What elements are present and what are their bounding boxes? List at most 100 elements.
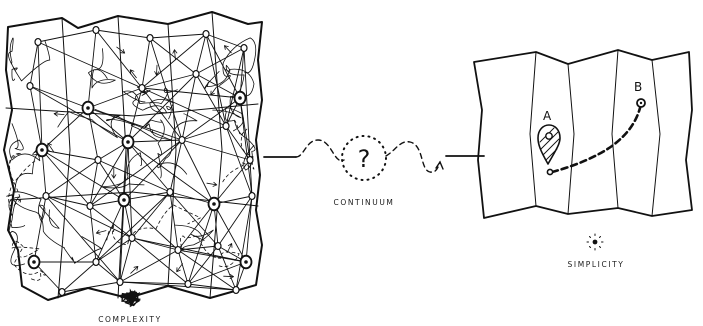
- simple-map-fold: [529, 51, 537, 207]
- network-edge: [97, 159, 171, 193]
- network-node: [202, 29, 210, 39]
- network-edge: [37, 29, 97, 43]
- network-edge: [95, 29, 151, 39]
- network-node: [58, 287, 66, 297]
- network-edge: [89, 141, 129, 207]
- network-edge: [61, 261, 97, 293]
- continuum-question-mark: ?: [358, 145, 371, 173]
- network-edge: [119, 237, 133, 283]
- network-edge: [87, 107, 183, 141]
- continuum-arrow-head: [435, 160, 444, 170]
- network-arrow: [47, 142, 54, 152]
- network-route: [11, 240, 46, 281]
- continuum-circle: [341, 135, 387, 181]
- network-edge: [45, 195, 91, 207]
- network-route: [180, 235, 240, 268]
- network-arrow: [95, 229, 107, 235]
- network-edge: [235, 195, 253, 291]
- route-path: [550, 106, 642, 174]
- network-node-center: [86, 106, 90, 110]
- network-edge: [243, 47, 251, 161]
- network-edge: [149, 37, 183, 141]
- network-route: [6, 194, 103, 264]
- network-edge: [177, 249, 237, 291]
- network-edge: [41, 107, 89, 151]
- simple-map-outline: [473, 49, 693, 219]
- network-node: [240, 43, 248, 53]
- network-lines: [29, 29, 253, 293]
- network-edge: [95, 191, 171, 263]
- network-edge: [123, 141, 129, 201]
- network-edge: [131, 237, 247, 263]
- network-edge: [97, 159, 125, 201]
- network-route: [14, 148, 60, 229]
- network-node-center: [238, 96, 242, 100]
- network-edge: [119, 281, 237, 291]
- network-route: [144, 113, 198, 179]
- network-route: [88, 48, 116, 89]
- network-edge: [181, 139, 215, 205]
- network-edge: [89, 139, 183, 207]
- network-edge: [195, 73, 241, 99]
- network-node-center: [122, 198, 126, 202]
- network-node: [192, 69, 200, 79]
- network-node: [42, 191, 50, 201]
- complex-map-fold: [5, 103, 259, 117]
- network-arrow: [111, 167, 117, 179]
- network-edge: [177, 249, 189, 285]
- network-node: [248, 191, 256, 201]
- network-edge: [41, 149, 99, 161]
- network-node: [174, 245, 182, 255]
- network-edge: [177, 249, 247, 263]
- network-edge: [45, 159, 99, 197]
- network-node: [146, 33, 154, 43]
- network-edge: [29, 85, 43, 151]
- complex-map-outline: [3, 11, 263, 301]
- network-arrow: [172, 49, 178, 61]
- complex-map-fold: [57, 17, 71, 299]
- network-arrow: [154, 64, 160, 76]
- network-edge: [127, 141, 215, 205]
- network-edge: [177, 245, 219, 251]
- network-edge: [29, 41, 39, 87]
- network-edge: [119, 199, 125, 283]
- network-edge: [123, 139, 183, 201]
- network-edge: [87, 87, 143, 109]
- end-label: B: [634, 80, 642, 94]
- network-edge: [123, 191, 171, 201]
- network-edge: [187, 261, 247, 285]
- network-node: [178, 135, 186, 145]
- complexity-scribble-icon: [119, 288, 141, 308]
- network-edge: [127, 141, 171, 193]
- network-edge: [61, 281, 121, 293]
- network-node: [94, 155, 102, 165]
- network-route: [204, 68, 255, 97]
- start-pin-icon: [537, 124, 561, 176]
- network-route: [222, 120, 255, 183]
- network-edge: [45, 195, 133, 239]
- network-edge: [181, 73, 197, 141]
- network-edge: [213, 203, 247, 263]
- network-node: [246, 155, 254, 165]
- network-edge: [195, 47, 245, 75]
- complexity-label: COMPLEXITY: [98, 315, 162, 324]
- network-edge: [127, 73, 197, 143]
- network-route: [9, 123, 51, 162]
- network-node: [34, 37, 42, 47]
- network-node: [166, 187, 174, 197]
- simplicity-label: SIMPLICITY: [568, 260, 625, 269]
- network-edge: [41, 149, 91, 207]
- network-edge: [149, 33, 207, 39]
- network-node: [222, 121, 230, 131]
- continuum-label: CONTINUUM: [333, 198, 394, 207]
- network-edge: [141, 87, 183, 141]
- network-route: [94, 109, 158, 141]
- network-edge: [33, 261, 63, 293]
- network-node: [86, 201, 94, 211]
- start-label: A: [543, 109, 552, 123]
- network-edge: [195, 73, 227, 127]
- network-edge: [95, 261, 121, 283]
- network-edge: [131, 191, 171, 239]
- network-edge: [195, 33, 207, 75]
